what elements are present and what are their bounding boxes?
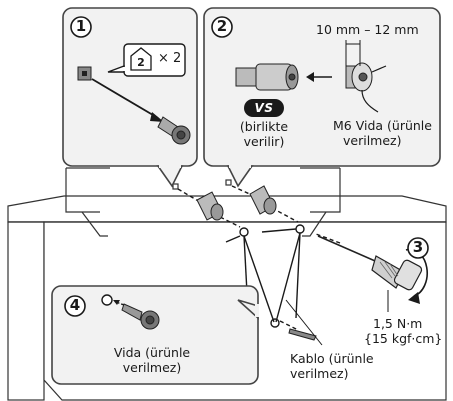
wood-screw-label-line1: Vida (ürünle [82, 345, 222, 360]
m6-screw-label-line1: M6 Vida (ürünle [333, 118, 432, 133]
quantity-label: × 2 [158, 51, 181, 66]
step-1-number: 1 [71, 19, 91, 34]
wood-screw-label-line2: verilmez) [82, 360, 222, 375]
measure-label: 10 mm – 12 mm [316, 22, 419, 37]
supplied-label-line2: verilir) [218, 134, 310, 149]
cable-label-line2: verilmez) [290, 366, 348, 381]
home-symbol-number: 2 [133, 55, 149, 70]
vs-badge: VS [244, 99, 284, 117]
step-3-number: 3 [408, 240, 428, 255]
step-4-number: 4 [65, 298, 85, 313]
torque-label-line1: 1,5 N·m [373, 316, 422, 331]
supplied-screw-icon [236, 64, 298, 90]
cable-label-line1: Kablo (ürünle [290, 351, 374, 366]
supplied-label-line1: (birlikte [218, 119, 310, 134]
step-2-number: 2 [212, 19, 232, 34]
m6-screw-label-line2: verilmez) [343, 133, 401, 148]
torque-label-line2: {15 kgf·cm} [364, 331, 442, 346]
